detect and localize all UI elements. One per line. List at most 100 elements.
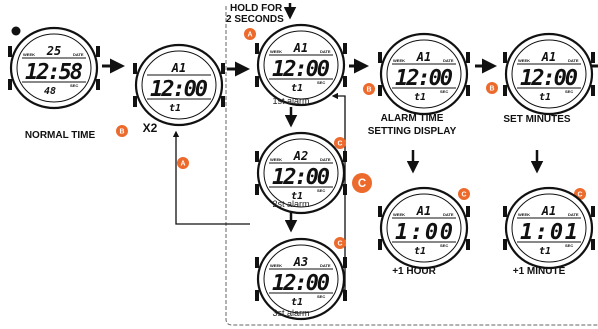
watch-bezel xyxy=(256,23,346,107)
pusher-bottom-right xyxy=(343,76,347,87)
badge-circle xyxy=(177,157,189,169)
bottom-segment: t1 xyxy=(291,83,303,94)
week-label: WEEK xyxy=(270,157,282,162)
badge-letter: C xyxy=(462,191,467,198)
week-label: WEEK xyxy=(270,263,282,268)
plus-hour-label: +1 HOUR xyxy=(392,266,436,277)
pusher-bottom-right xyxy=(343,290,347,301)
bottom-segment: t1 xyxy=(291,297,303,308)
time-display: 1:00 xyxy=(395,220,453,245)
button-a-badge: A xyxy=(177,157,189,169)
date-label: DATE xyxy=(443,58,454,63)
pusher-bottom-right xyxy=(343,184,347,195)
sec-label: SEC xyxy=(70,83,78,88)
alarm-setting-line2: SETTING DISPLAY xyxy=(367,126,457,137)
pusher-bottom-left xyxy=(255,290,259,301)
time-display: 12:00 xyxy=(395,66,453,91)
watch-inner-ring xyxy=(263,244,339,314)
bottom-segment: t1 xyxy=(539,92,551,103)
watch-inner-ring xyxy=(511,39,587,109)
pusher-bottom-left xyxy=(378,85,382,96)
hold-label-line2: 2 SECONDS xyxy=(226,14,284,25)
badge-circle xyxy=(334,137,346,149)
button-c-badge: C xyxy=(458,188,470,200)
watch-bezel xyxy=(504,186,594,270)
watch-bezel xyxy=(134,43,224,127)
date-label: DATE xyxy=(443,212,454,217)
first-alarm-label: 1st alarm xyxy=(272,96,310,106)
time-display: 12:00 xyxy=(520,66,578,91)
sec-label: SEC xyxy=(317,80,325,85)
top-segment: A1 xyxy=(171,61,186,75)
badge-circle xyxy=(334,237,346,249)
top-segment: A1 xyxy=(541,204,556,218)
pusher-top-left xyxy=(255,151,259,162)
sec-label: SEC xyxy=(565,89,573,94)
alarm-setting-line1: ALARM TIME xyxy=(380,113,444,124)
pusher-bottom-right xyxy=(96,79,100,90)
badge-circle xyxy=(244,28,256,40)
watch-inner-ring xyxy=(511,193,587,263)
bottom-segment: t1 xyxy=(539,246,551,257)
date-label: DATE xyxy=(320,49,331,54)
dashed-frame xyxy=(225,6,598,326)
top-segment: A1 xyxy=(541,50,556,64)
week-label: WEEK xyxy=(393,58,405,63)
date-label: DATE xyxy=(568,212,579,217)
pusher-top-right xyxy=(343,43,347,54)
watch-inner-ring xyxy=(386,193,462,263)
return-arrow xyxy=(172,130,250,225)
badge-letter: C xyxy=(338,240,343,247)
watch-inner-ring xyxy=(263,138,339,208)
badge-letter: B xyxy=(120,128,125,135)
top-segment: A1 xyxy=(416,204,431,218)
pusher-top-left xyxy=(378,52,382,63)
watch-bezel xyxy=(379,186,469,270)
badge-letter: B xyxy=(490,85,495,92)
sec-label: SEC xyxy=(440,243,448,248)
pusher-top-right xyxy=(221,63,225,74)
pusher-bottom-left xyxy=(255,76,259,87)
pusher-bottom-left xyxy=(133,96,137,107)
time-display: 12:00 xyxy=(272,165,330,190)
watch-inner-ring xyxy=(386,39,462,109)
watch-inner-ring xyxy=(263,30,339,100)
time-display: 12:58 xyxy=(25,60,83,85)
sec-label: SEC xyxy=(565,243,573,248)
pusher-bottom-right xyxy=(591,85,595,96)
pusher-top-left xyxy=(503,52,507,63)
time-display: 1:01 xyxy=(520,220,578,245)
sec-label: SEC xyxy=(440,89,448,94)
pusher-top-left xyxy=(133,63,137,74)
watch-bezel xyxy=(9,26,99,110)
time-display: 12:00 xyxy=(150,77,208,102)
badge-letter: C xyxy=(578,191,583,198)
date-label: DATE xyxy=(320,157,331,162)
pusher-top-left xyxy=(255,257,259,268)
pusher-top-right xyxy=(466,206,470,217)
top-segment: A2 xyxy=(293,149,308,163)
top-segment: 25 xyxy=(46,44,61,58)
button-b-badge: B xyxy=(363,83,375,95)
badge-letter: C xyxy=(358,178,366,190)
set-minutes-label: SET MINUTES xyxy=(503,114,571,125)
bottom-segment: t1 xyxy=(414,246,426,257)
sec-label: SEC xyxy=(317,294,325,299)
pusher-top-left xyxy=(8,46,12,57)
date-label: DATE xyxy=(568,58,579,63)
badge-letter: A xyxy=(181,160,186,167)
watch-bezel xyxy=(379,32,469,116)
pusher-bottom-right xyxy=(221,96,225,107)
top-segment: A1 xyxy=(416,50,431,64)
top-segment: A1 xyxy=(293,41,308,55)
x2-label: X2 xyxy=(142,121,158,135)
plus-minute-label: +1 MINUTE xyxy=(512,266,566,277)
